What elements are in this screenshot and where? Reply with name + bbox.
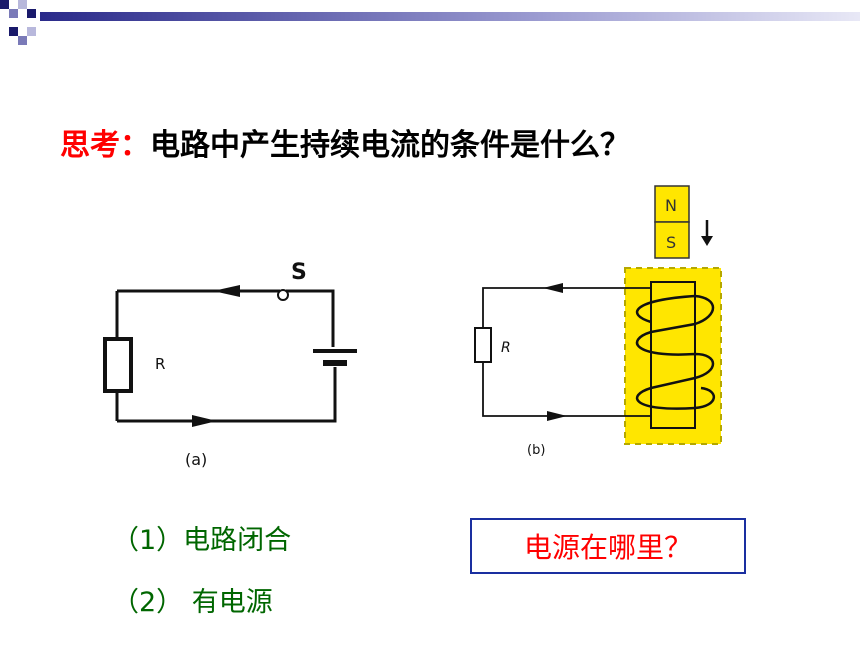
magnet-north xyxy=(654,185,690,223)
condition-item-1: （1）电路闭合 xyxy=(112,525,292,556)
magnet-north-label: N xyxy=(665,196,677,215)
caption-b: (b) xyxy=(527,443,545,458)
current-arrow-bottom xyxy=(192,415,217,427)
header-decoration xyxy=(0,0,860,45)
resistor-b xyxy=(474,327,492,363)
magnet-south-label: S xyxy=(666,233,676,252)
question-text: 电源在哪里？ xyxy=(523,531,692,564)
circuit-a-diagram: S R (a) xyxy=(103,260,357,469)
current-arrow-top xyxy=(213,285,240,297)
slide-title: 思考：电路中产生持续电流的条件是什么？ xyxy=(60,120,630,164)
title-prefix: 思考： xyxy=(60,128,150,163)
resistor-a xyxy=(103,337,133,393)
circuit-b-diagram: N S R (b) xyxy=(474,185,722,458)
switch-label: S xyxy=(291,260,307,285)
caption-a: (a) xyxy=(185,450,207,469)
current-arrow-b-bottom xyxy=(547,411,567,421)
title-text: 电路中产生持续电流的条件是什么？ xyxy=(150,128,630,163)
coil-winding xyxy=(635,294,715,410)
question-box: 电源在哪里？ xyxy=(470,518,746,574)
current-arrow-b-top xyxy=(543,283,563,293)
condition-item-2: （2） 有电源 xyxy=(112,587,273,618)
resistor-a-label: R xyxy=(155,355,165,373)
switch-terminal xyxy=(277,289,289,301)
magnet-south xyxy=(654,221,690,259)
resistor-b-label: R xyxy=(501,340,511,356)
